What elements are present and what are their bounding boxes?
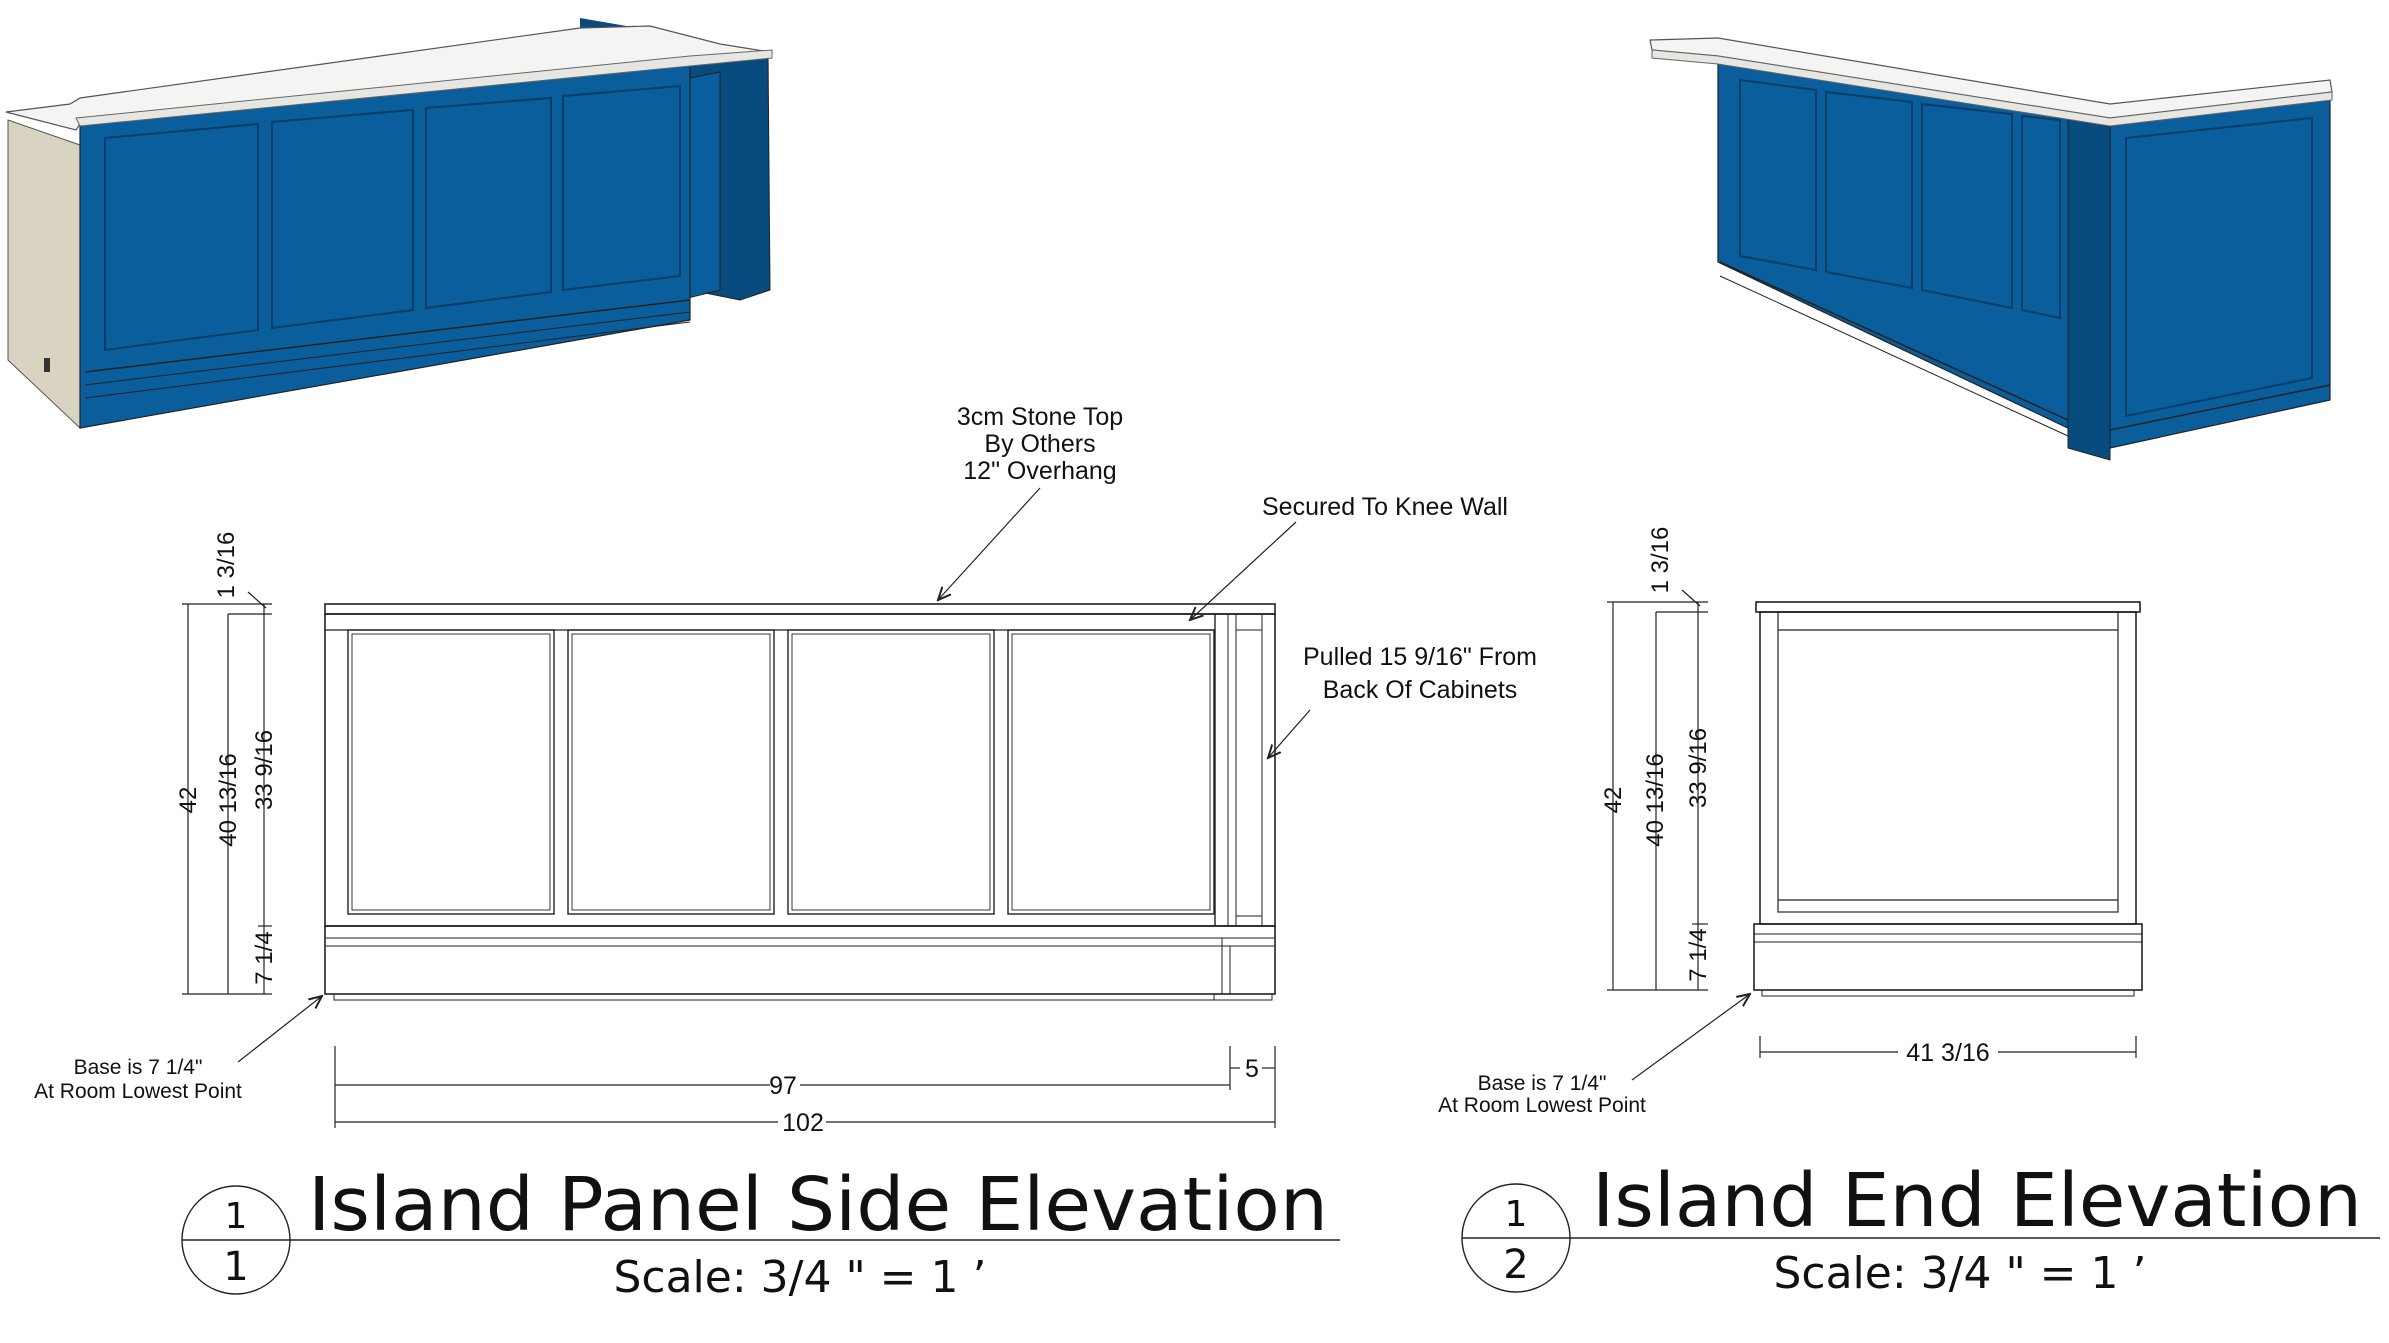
stone-top-line-2: By Others: [984, 430, 1095, 458]
callout-knee-wall: Secured To Knee Wall: [1190, 493, 1508, 620]
base-side-line-1: Base is 7 1/4": [74, 1056, 203, 1079]
side-elevation-drawing: [324, 603, 1276, 1001]
end-dim-inner: 40 13/16: [1642, 753, 1669, 846]
callout-base-side: Base is 7 1/4" At Room Lowest Point: [34, 996, 322, 1103]
side-dim-width-end: 5: [1245, 1055, 1259, 1083]
side-vertical-dimensions: [182, 591, 272, 995]
side-title: Island Panel Side Elevation: [308, 1162, 1328, 1248]
callout-stone-top: 3cm Stone Top By Others 12" Overhang: [938, 403, 1123, 600]
base-end-line-2: At Room Lowest Point: [1438, 1094, 1646, 1117]
end-dim-panel: 33 9/16: [1685, 728, 1712, 808]
side-dim-panel: 33 9/16: [251, 730, 278, 810]
render-front-left: [5, 18, 773, 430]
base-side-line-2: At Room Lowest Point: [34, 1080, 242, 1103]
title-block-end: 1 2 Island End Elevation Scale: 3/4 " = …: [1461, 1158, 2380, 1299]
knee-wall-label: Secured To Knee Wall: [1262, 493, 1508, 521]
render-back-right: [1649, 37, 2333, 461]
end-horizontal-dimension: [1759, 1036, 2137, 1058]
side-dim-overall: 42: [175, 787, 202, 814]
end-dim-top: 1 3/16: [1647, 527, 1674, 594]
end-title: Island End Elevation: [1592, 1158, 2362, 1244]
title-block-side: 1 1 Island Panel Side Elevation Scale: 3…: [181, 1162, 1340, 1303]
end-dim-base: 7 1/4: [1685, 928, 1712, 981]
pulled-line-2: Back Of Cabinets: [1323, 676, 1518, 704]
side-horizontal-dimensions: [334, 1046, 1276, 1128]
end-dim-width: 41 3/16: [1906, 1039, 1989, 1067]
callout-base-end: Base is 7 1/4" At Room Lowest Point: [1438, 994, 1750, 1117]
side-dim-width-total: 102: [782, 1109, 824, 1137]
end-dim-overall: 42: [1600, 787, 1627, 814]
side-dim-top: 1 3/16: [213, 532, 240, 599]
side-number-bottom: 1: [223, 1244, 248, 1290]
end-vertical-dimensions: [1607, 589, 1708, 991]
pulled-line-1: Pulled 15 9/16" From: [1303, 643, 1537, 671]
side-dim-width-main: 97: [769, 1072, 797, 1100]
callout-pulled: Pulled 15 9/16" From Back Of Cabinets: [1268, 643, 1537, 758]
end-elevation-drawing: [1753, 601, 2143, 997]
side-number-top: 1: [225, 1196, 248, 1237]
end-scale: Scale: 3/4 " = 1 ’: [1773, 1248, 2146, 1299]
end-number-bottom: 2: [1503, 1242, 1528, 1288]
stone-top-line-3: 12" Overhang: [963, 457, 1116, 485]
side-scale: Scale: 3/4 " = 1 ’: [613, 1252, 986, 1303]
end-number-top: 1: [1505, 1194, 1528, 1235]
base-end-line-1: Base is 7 1/4": [1478, 1072, 1607, 1095]
side-dim-base: 7 1/4: [251, 931, 278, 984]
side-dim-inner: 40 13/16: [215, 753, 242, 846]
stone-top-line-1: 3cm Stone Top: [957, 403, 1123, 431]
